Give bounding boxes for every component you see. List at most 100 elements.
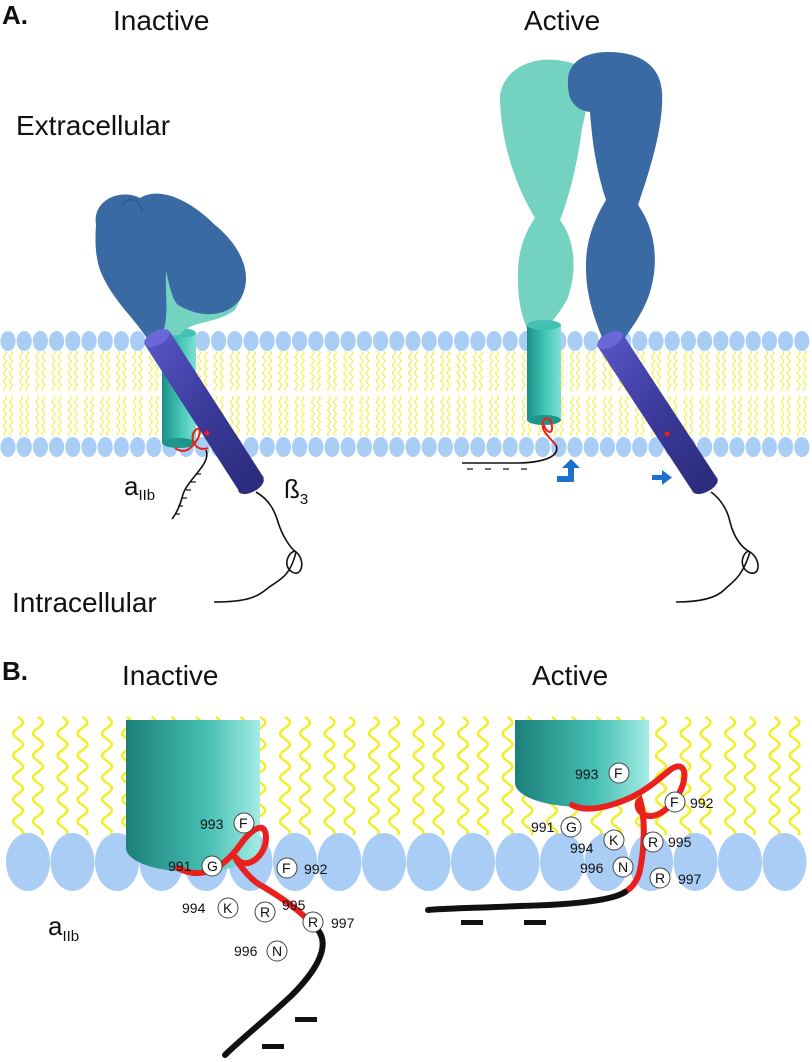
lipid-head — [65, 331, 81, 351]
lipid-head — [308, 331, 324, 351]
lipid-tail — [148, 395, 154, 437]
lipid-tail — [768, 715, 781, 836]
lipid-tail — [521, 350, 526, 392]
lipid-tail — [591, 395, 597, 437]
lipid-tail — [731, 350, 737, 392]
lipid-tail — [689, 350, 694, 392]
lipid-tail — [478, 395, 484, 437]
contact-dot — [204, 430, 210, 436]
lipid-head — [729, 437, 745, 457]
lipid-tail — [41, 395, 46, 437]
lipid-tail — [510, 395, 516, 437]
lipid-tail — [251, 395, 257, 437]
lipid-head — [778, 437, 794, 457]
lipid-tail — [35, 350, 40, 392]
residue-997-active: R 997 — [649, 867, 702, 889]
lipid-head — [502, 331, 518, 351]
separation-arrow-alpha — [557, 459, 580, 482]
lipid-head — [583, 331, 599, 351]
lipid-head — [648, 331, 664, 351]
lipid-tail — [585, 350, 591, 392]
lipid-tail — [342, 395, 348, 437]
lipid-tail — [365, 350, 370, 392]
lipid-head — [778, 331, 794, 351]
alpha-linker-loop — [174, 427, 209, 452]
lipid-tail — [332, 350, 338, 392]
lipid-tail — [780, 350, 785, 392]
lipid-tail — [278, 395, 283, 437]
lipid-head — [551, 437, 567, 457]
lipid-tail — [284, 395, 289, 437]
residue-992-active: F 992 — [664, 791, 714, 813]
lipid-head — [0, 331, 16, 351]
lipid-head — [292, 437, 308, 457]
lipid-tail — [229, 350, 235, 392]
lipid-tail — [24, 350, 30, 392]
lipid-tail — [397, 395, 403, 437]
panel-b-active-title: Active — [532, 660, 608, 691]
lipid-tail — [478, 350, 484, 392]
lipid-tail — [501, 715, 514, 836]
residue-996-active: 996 N — [580, 856, 634, 878]
lipid-head — [0, 437, 16, 457]
lipid-head — [745, 437, 761, 457]
panel-a-inactive-title: Inactive — [113, 5, 210, 36]
lipid-tail — [472, 350, 478, 392]
lipid-tail — [89, 350, 95, 392]
tail-inactive-zoom — [222, 927, 326, 1058]
lipid-head — [130, 437, 146, 457]
lipid-head — [243, 331, 259, 351]
lipid-head — [680, 331, 697, 351]
inactive-integrin: aIIb ß3 — [95, 193, 308, 603]
lipid-head — [486, 437, 502, 457]
lipid-tail — [300, 350, 305, 392]
charge-minus-1 — [295, 1017, 317, 1022]
lipid-tail — [73, 350, 79, 392]
svg-text:G: G — [207, 858, 218, 874]
lipid-head — [49, 331, 65, 351]
beta-extended-domain — [567, 52, 663, 342]
lipid-head — [275, 331, 291, 351]
lipid-head — [421, 331, 437, 351]
svg-text:994: 994 — [570, 840, 594, 856]
lipid-tail — [488, 395, 494, 437]
svg-text:N: N — [618, 859, 628, 875]
lipid-head — [540, 833, 584, 891]
lipid-tail — [229, 395, 235, 437]
lipid-head — [794, 437, 810, 457]
lipid-tail — [397, 350, 403, 392]
lipid-tail — [24, 395, 30, 437]
lipid-head — [292, 331, 308, 351]
lipid-tail — [367, 715, 381, 836]
lipid-head — [405, 331, 421, 351]
beta-3-label: ß3 — [284, 474, 308, 508]
svg-text:R: R — [655, 870, 665, 886]
lipid-head — [356, 437, 372, 457]
svg-text:996: 996 — [234, 943, 258, 959]
lipid-head — [583, 437, 599, 457]
lipid-head — [567, 331, 583, 351]
lipid-tail — [51, 350, 56, 392]
svg-text:F: F — [282, 860, 291, 876]
lipid-head — [616, 437, 632, 457]
charge-minus-3 — [461, 920, 483, 925]
lipid-head — [373, 331, 389, 351]
alpha-tm-cylinder-zoom-active — [515, 720, 649, 807]
tail-active-zoom — [425, 889, 628, 913]
alpha-cytoplasmic-tail — [171, 449, 208, 520]
lipid-tail — [235, 395, 241, 437]
lipid-tail — [575, 395, 581, 437]
negative-charges-inactive — [175, 473, 201, 515]
lipid-tail — [105, 395, 111, 437]
lipid-tail — [753, 350, 759, 392]
lipid-tail — [721, 395, 727, 437]
lipid-head — [470, 331, 486, 351]
lipid-head — [275, 437, 291, 457]
svg-text:997: 997 — [678, 871, 702, 887]
lipid-tail — [569, 395, 575, 437]
lipid-head — [356, 331, 372, 351]
lipid-head — [97, 331, 113, 351]
lipid-tail — [8, 350, 14, 392]
beta-cytoplasmic-tail-active — [675, 491, 759, 603]
